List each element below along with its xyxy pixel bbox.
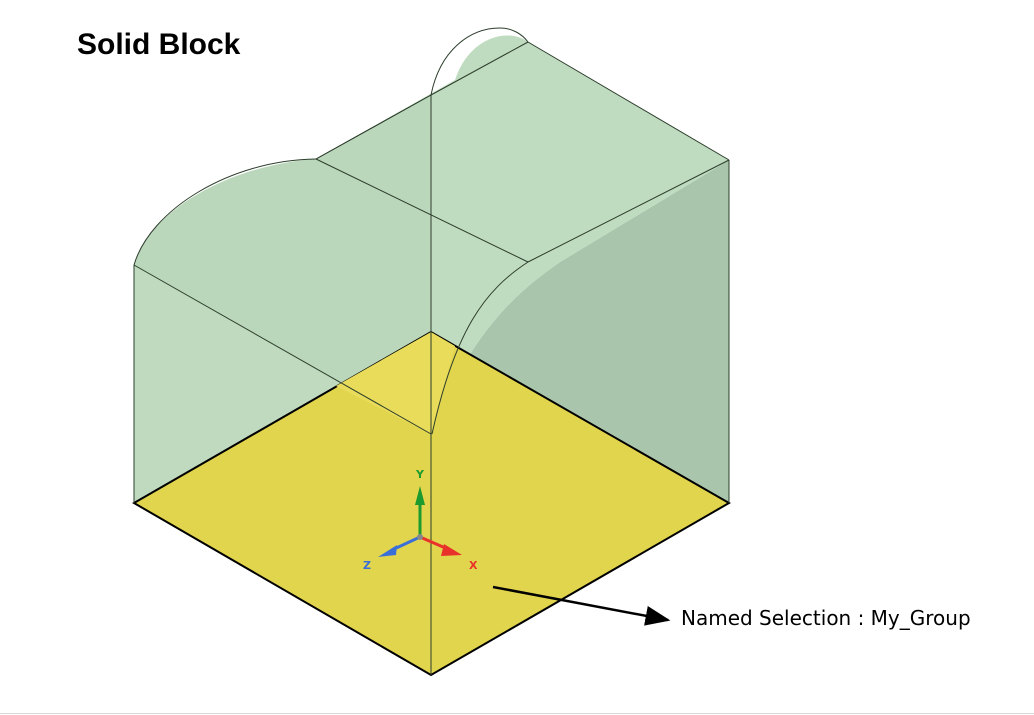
- annotation-leader: [492, 585, 671, 626]
- model-edges: [133, 27, 730, 675]
- x-axis-label: X: [469, 559, 478, 572]
- bottom-divider: [0, 713, 1034, 714]
- z-axis-label: Z: [363, 559, 371, 572]
- coordinate-triad: Y X Z: [363, 468, 478, 572]
- page-title: Solid Block: [77, 28, 241, 61]
- y-axis-label: Y: [415, 468, 425, 481]
- named-selection-annotation: Named Selection : My_Group: [681, 606, 971, 630]
- bottom-face-highlight: [336, 332, 455, 434]
- fillet-face[interactable]: [134, 95, 431, 434]
